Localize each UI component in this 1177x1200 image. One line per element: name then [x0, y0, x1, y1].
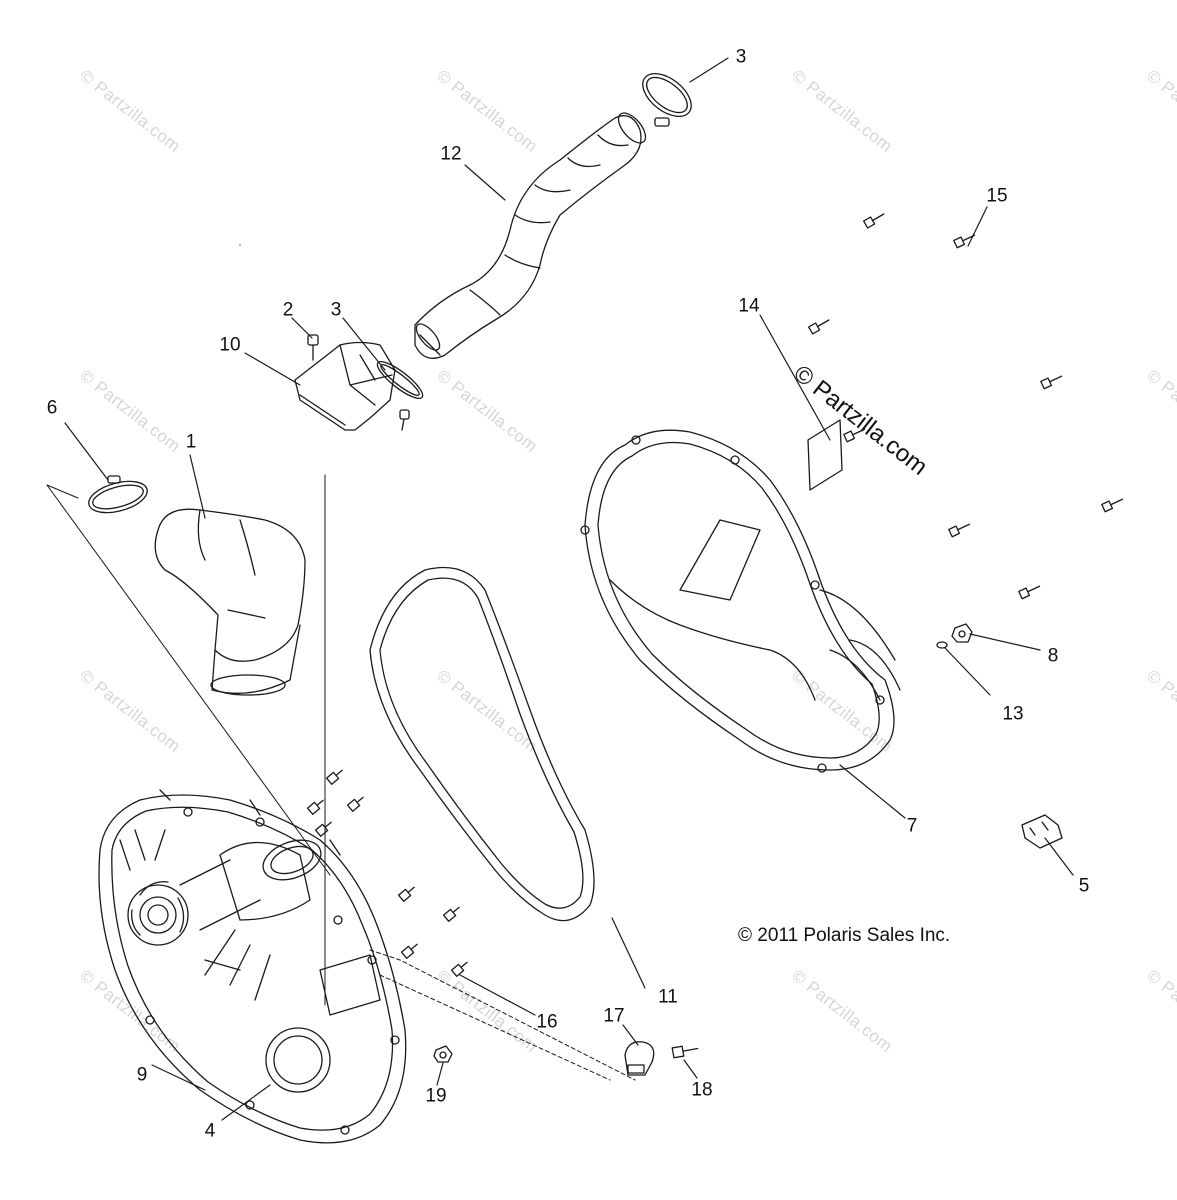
callout-10: 10: [219, 334, 241, 356]
clip-part-5: [1021, 814, 1063, 849]
hose-clamp-top-part-3: [642, 72, 692, 127]
decal-part-14: [807, 419, 843, 491]
washer-part-13: [936, 641, 948, 649]
callout-12: 12: [440, 143, 462, 165]
callout-5: 5: [1078, 875, 1090, 897]
copyright-notice: © 2011 Polaris Sales Inc.: [738, 925, 951, 946]
screw-part-2: [307, 334, 319, 361]
callout-14: 14: [738, 295, 760, 317]
callout-2: 2: [282, 299, 294, 321]
outlet-adapter-part-10: [294, 341, 410, 431]
dashed-leader: [369, 949, 636, 1081]
callout-6: 6: [46, 397, 58, 419]
callout-8: 8: [1047, 645, 1059, 667]
p-clamp-part-17: [624, 1041, 655, 1076]
bolt-part-18: [671, 1045, 699, 1059]
callout-18: 18: [691, 1079, 713, 1101]
drive-belt-part-11: [369, 566, 595, 922]
clamp-part-6: [88, 475, 148, 514]
callout-9: 9: [136, 1064, 148, 1086]
duct-hose-part-12: [414, 112, 647, 359]
callout-19: 19: [425, 1085, 447, 1107]
callout-13: 13: [1002, 703, 1024, 725]
inner-clutch-cover-part-9: [98, 789, 407, 1144]
bolts-part-15: [808, 213, 1124, 600]
callout-3-top: 3: [735, 46, 747, 68]
callout-16: 16: [536, 1011, 558, 1033]
callout-4: 4: [204, 1120, 216, 1142]
nut-part-19: [433, 1045, 453, 1063]
elbow-boot-part-1: [154, 508, 306, 696]
callout-1: 1: [185, 431, 197, 453]
callout-leaders: [64, 57, 1074, 1121]
nut-part-8: [951, 623, 973, 643]
clamp-ring-part-3: [376, 360, 424, 400]
callout-15: 15: [986, 185, 1008, 207]
callout-17: 17: [603, 1005, 625, 1027]
leader-lines: [46, 474, 331, 1006]
callout-11: 11: [658, 986, 678, 1008]
bolts-part-16: [306, 769, 468, 977]
outer-clutch-cover-part-7: [580, 429, 901, 773]
callout-3-middle: 3: [330, 299, 342, 321]
callout-7: 7: [906, 815, 918, 837]
